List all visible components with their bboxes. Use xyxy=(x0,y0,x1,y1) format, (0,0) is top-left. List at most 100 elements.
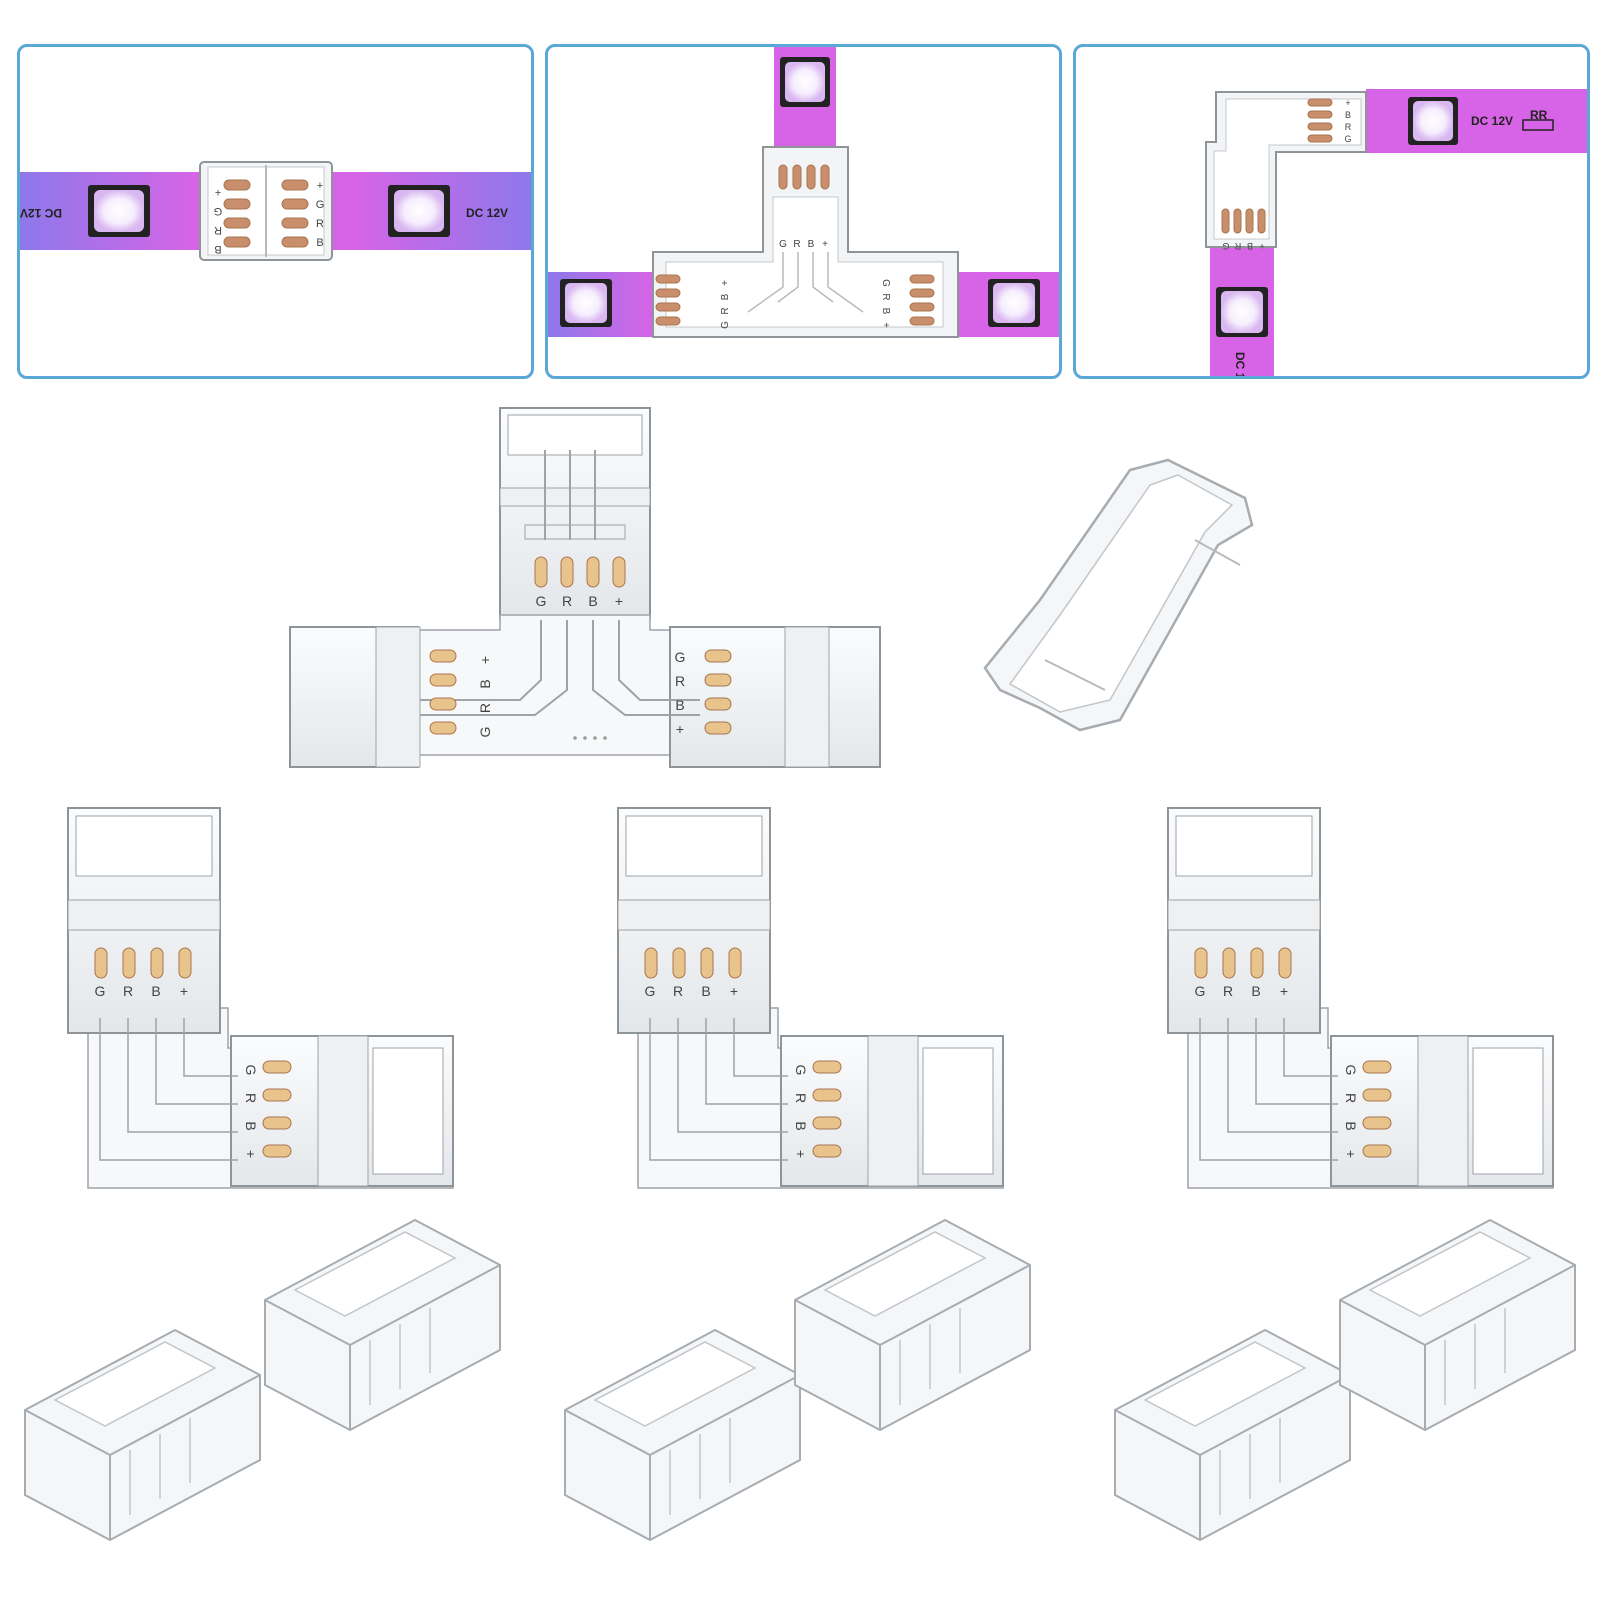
pin-label: + xyxy=(477,656,493,664)
copper-pad-icon xyxy=(281,236,309,248)
pin-label: B xyxy=(675,697,684,713)
gold-pin-icon xyxy=(94,947,108,979)
gold-pin-icon xyxy=(262,1144,292,1158)
pin-label: + xyxy=(1343,1150,1359,1158)
pin-label: B xyxy=(1345,110,1351,120)
pin-label: R xyxy=(1343,1093,1359,1103)
pin-label: + xyxy=(243,1150,259,1158)
strip-label: DC 12V xyxy=(466,206,508,220)
pin-label: R xyxy=(673,983,683,999)
copper-pad-icon xyxy=(655,288,681,298)
gold-pin-icon xyxy=(560,556,574,588)
pin-label: G xyxy=(1222,241,1229,251)
pin-label: G xyxy=(95,983,106,999)
copper-pad-icon xyxy=(281,217,309,229)
copper-pad-icon xyxy=(281,179,309,191)
pin-label: R xyxy=(793,239,800,250)
pin-label: R xyxy=(1234,241,1241,251)
pin-label: + xyxy=(215,186,221,198)
gold-pin-icon xyxy=(178,947,192,979)
gold-pin-icon xyxy=(262,1088,292,1102)
pin-label: R xyxy=(1345,122,1352,132)
copper-pad-icon xyxy=(909,274,935,284)
l-connector-mini xyxy=(1205,91,1367,248)
copper-pad-icon xyxy=(655,274,681,284)
pin-label: R xyxy=(123,983,133,999)
pin-label: B xyxy=(1251,983,1260,999)
pin-label: B xyxy=(880,308,891,315)
pin-label: + xyxy=(793,1150,809,1158)
gold-pin-icon xyxy=(1250,947,1264,979)
connector-clip-icon xyxy=(24,1328,261,1542)
copper-pad-icon xyxy=(792,164,802,190)
pin-label: + xyxy=(822,239,828,250)
gold-pin-icon xyxy=(122,947,136,979)
pin-label: G xyxy=(720,321,731,329)
pin-label: + xyxy=(1259,241,1264,251)
gold-pin-icon xyxy=(586,556,600,588)
connector-clip-icon xyxy=(794,1218,1031,1432)
gold-pin-icon xyxy=(534,556,548,588)
copper-pad-icon xyxy=(223,236,251,248)
pin-label: G xyxy=(793,1065,809,1076)
pin-label: B xyxy=(588,593,597,609)
copper-pad-icon xyxy=(281,198,309,210)
copper-pad-icon xyxy=(223,198,251,210)
copper-pad-icon xyxy=(1307,98,1333,107)
pin-label: + xyxy=(676,721,684,737)
gold-pin-icon xyxy=(1194,947,1208,979)
gold-pin-icon xyxy=(704,673,732,687)
pin-label: G xyxy=(243,1065,259,1076)
t-connector-mini xyxy=(652,146,959,338)
pin-label: R xyxy=(720,307,731,314)
pin-label: R xyxy=(243,1093,259,1103)
gold-pin-icon xyxy=(812,1116,842,1130)
pin-label: R xyxy=(880,293,891,300)
copper-pad-icon xyxy=(1257,208,1266,234)
copper-pad-icon xyxy=(909,288,935,298)
pin-label: B xyxy=(1343,1121,1359,1130)
pin-label: B xyxy=(701,983,710,999)
copper-pad-icon xyxy=(223,179,251,191)
connector-clip-icon xyxy=(264,1218,501,1432)
gold-pin-icon xyxy=(1278,947,1292,979)
pin-label: + xyxy=(317,180,323,192)
strip-label: DC 12V xyxy=(1471,114,1513,128)
pin-label: R xyxy=(675,673,685,689)
gold-pin-icon xyxy=(700,947,714,979)
gold-pin-icon xyxy=(1362,1116,1392,1130)
led-strip-right xyxy=(1366,89,1587,153)
pin-label: + xyxy=(730,983,738,999)
pin-label: B xyxy=(808,239,815,250)
gold-pin-icon xyxy=(812,1144,842,1158)
copper-pad-icon xyxy=(655,316,681,326)
connector-clip-icon xyxy=(1339,1218,1576,1432)
pin-label: G xyxy=(1344,134,1351,144)
pin-label: G xyxy=(536,593,547,609)
gold-pin-icon xyxy=(429,697,457,711)
t-connector-large xyxy=(289,407,881,768)
pin-label: + xyxy=(880,322,891,328)
strip-label-partial: DC 1 xyxy=(1233,352,1247,376)
copper-pad-icon xyxy=(223,217,251,229)
pin-label: B xyxy=(793,1121,809,1130)
gold-pin-icon xyxy=(812,1060,842,1074)
pin-label: B xyxy=(151,983,160,999)
pin-label: + xyxy=(615,593,623,609)
gold-pin-icon xyxy=(1222,947,1236,979)
copper-pad-icon xyxy=(1245,208,1254,234)
pin-label: + xyxy=(180,983,188,999)
gold-pin-icon xyxy=(612,556,626,588)
pin-label: G xyxy=(1195,983,1206,999)
gold-pin-icon xyxy=(429,673,457,687)
copper-pad-icon xyxy=(778,164,788,190)
pin-label: G xyxy=(214,205,223,217)
connector-clip-icon xyxy=(564,1328,801,1542)
pin-label: R xyxy=(1223,983,1233,999)
pin-label: + xyxy=(1345,98,1350,108)
